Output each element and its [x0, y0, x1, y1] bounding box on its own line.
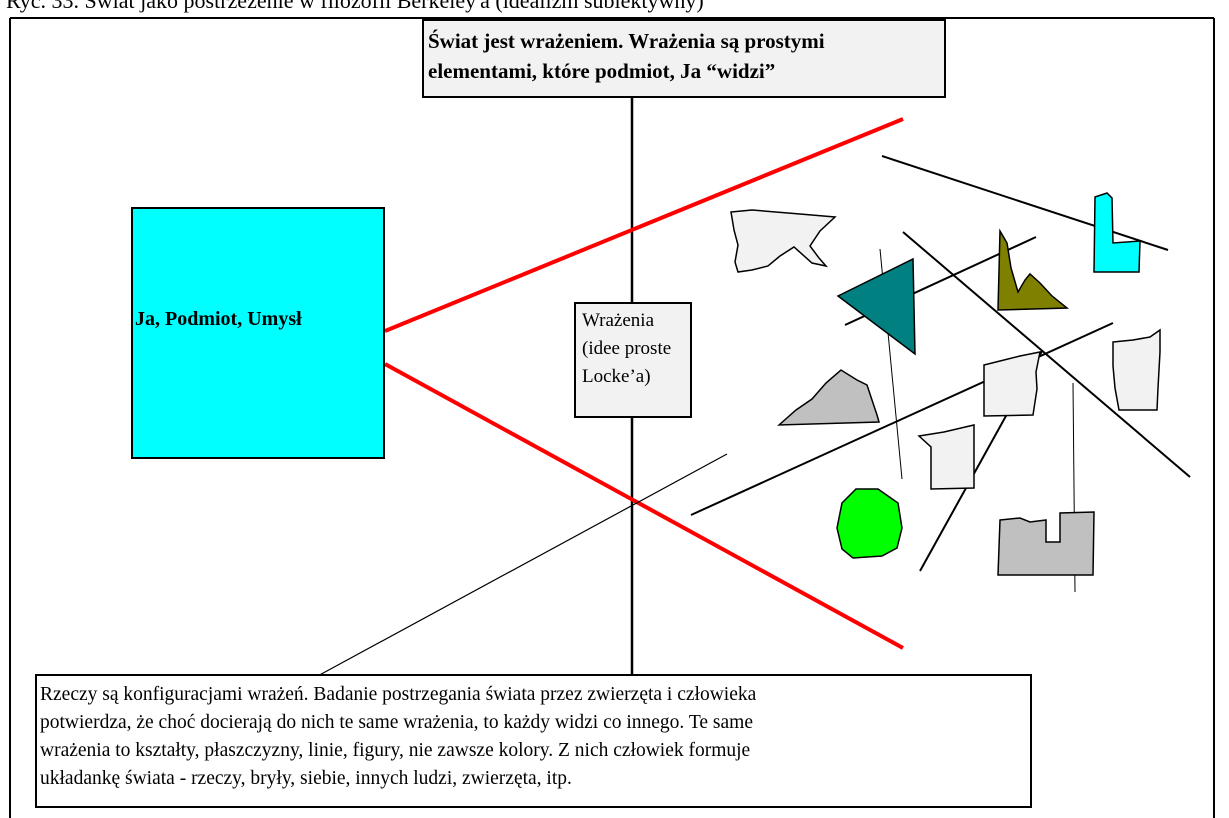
impressions-line-3: Locke’a) [582, 366, 651, 387]
description-line-1: Rzeczy są konfiguracjami wrażeń. Badanie… [40, 684, 757, 705]
description-line-3: wrażenia to kształty, płaszczyzny, linie… [40, 740, 751, 761]
cyan-l-shape [1093, 192, 1141, 273]
thin-diagonal-line [313, 453, 728, 679]
green-blob [836, 488, 903, 559]
line-rising-left [690, 322, 1114, 516]
line-long-diagonal [902, 231, 1191, 478]
light-rect-right [1112, 328, 1161, 411]
impressions-line-2: (idee proste [582, 338, 672, 359]
description-line-2: potwierdza, że choć docierają do nich te… [40, 712, 753, 733]
title-line-1: Świat jest wrażeniem. Wrażenia są prosty… [428, 29, 825, 53]
olive-shape [997, 228, 1070, 311]
subject-box: Ja, Podmiot, Umysł [131, 207, 385, 459]
impressions-box: Wrażenia (idee proste Locke’a) [574, 302, 692, 418]
gray-mountain-shape [776, 369, 880, 426]
description-line-4: układankę świata - rzeczy, bryły, siebie… [40, 768, 572, 789]
line-top-right [881, 155, 1169, 251]
subject-label: Ja, Podmiot, Umysł [135, 307, 302, 330]
title-line-2: elementami, które podmiot, Ja “widzi” [428, 59, 776, 83]
gray-block-shape [997, 511, 1095, 576]
light-irregular-shape [730, 209, 837, 273]
light-shape-lower [917, 424, 975, 490]
impressions-line-1: Wrażenia [582, 310, 655, 331]
light-square-shape-center [983, 351, 1041, 417]
figure-caption: Ryc. 33. Świat jako postrzeżenie w filoz… [6, 0, 704, 13]
title-box: Świat jest wrażeniem. Wrażenia są prosty… [422, 19, 946, 98]
description-box: Rzeczy są konfiguracjami wrażeń. Badanie… [35, 674, 1032, 808]
teal-triangle [836, 257, 916, 356]
red-lower-ray [384, 362, 904, 650]
red-upper-ray [384, 117, 904, 333]
